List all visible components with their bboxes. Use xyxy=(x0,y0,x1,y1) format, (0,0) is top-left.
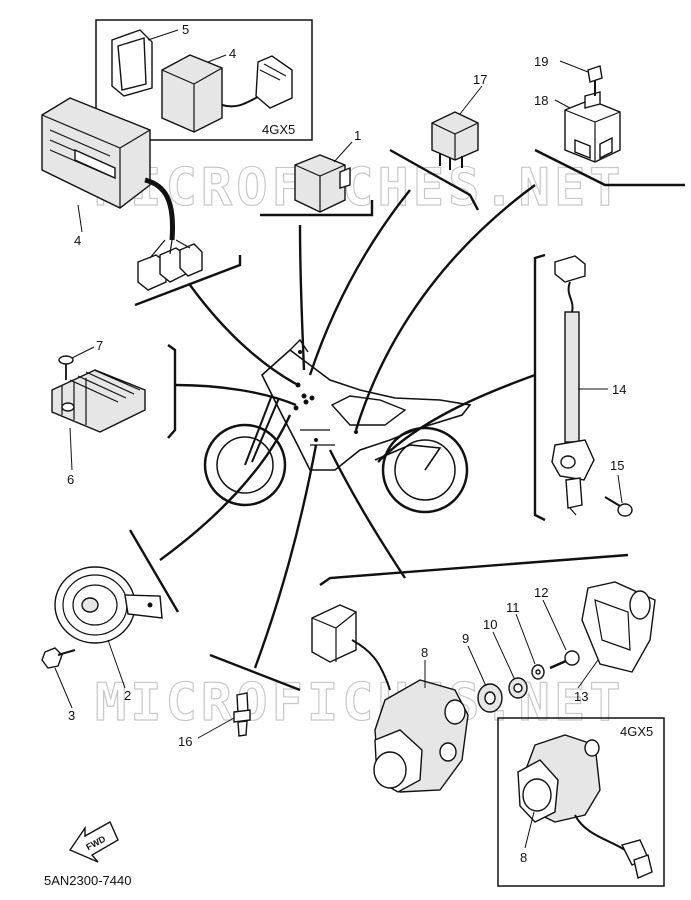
part-servo-motor-8 xyxy=(311,604,469,793)
part-grommet-9 xyxy=(477,683,503,713)
part-bracket-13 xyxy=(581,581,656,673)
callout-19: 19 xyxy=(534,54,548,69)
part-cover-5 xyxy=(111,29,153,97)
part-starter-relay-18 xyxy=(564,91,621,163)
callout-9: 9 xyxy=(462,631,469,646)
part-bolt-19 xyxy=(587,65,603,96)
callout-17: 17 xyxy=(473,72,487,87)
inset-box-bottom xyxy=(497,717,665,887)
diagram-code: 5AN2300-7440 xyxy=(44,873,131,888)
callout-8-main: 8 xyxy=(421,645,428,660)
callout-13: 13 xyxy=(574,689,588,704)
part-sensor-16 xyxy=(233,692,251,737)
callout-7: 7 xyxy=(96,338,103,353)
callout-1: 1 xyxy=(354,128,361,143)
callout-2: 2 xyxy=(124,688,131,703)
callout-18: 18 xyxy=(534,93,548,108)
part-washer-11 xyxy=(531,664,545,680)
callout-4-top: 4 xyxy=(229,46,236,61)
callout-15: 15 xyxy=(610,458,624,473)
part-bolt-12 xyxy=(549,650,580,670)
part-rectifier-6 xyxy=(51,369,146,433)
part-screw-15 xyxy=(604,496,633,517)
part-screw-7 xyxy=(58,355,74,380)
watermark-bottom: MICROFICHES.NET xyxy=(95,673,625,733)
inset-box-top xyxy=(95,19,313,141)
group-brackets xyxy=(128,148,685,692)
part-relay-17 xyxy=(431,111,479,170)
variant-label-top: 4GX5 xyxy=(262,122,295,137)
part-horn-2 xyxy=(54,566,163,644)
part-servo-motor-8-variant xyxy=(517,734,653,879)
callout-14: 14 xyxy=(612,382,626,397)
leader-lines xyxy=(159,184,536,669)
part-sidestand-switch-14 xyxy=(551,255,595,516)
callout-10: 10 xyxy=(483,617,497,632)
callout-16: 16 xyxy=(178,734,192,749)
part-cdi-unit-4 xyxy=(41,97,203,291)
watermark-top: MICROFICHES.NET xyxy=(95,158,625,218)
variant-label-bottom: 4GX5 xyxy=(620,724,653,739)
part-cdi-4-small xyxy=(161,54,293,133)
callout-8-variant: 8 xyxy=(520,850,527,865)
callout-leaders xyxy=(54,29,623,849)
part-relay-1 xyxy=(294,154,351,213)
motorcycle-silhouette xyxy=(203,338,472,514)
callout-11: 11 xyxy=(506,600,520,615)
fwd-arrow: FWD xyxy=(68,821,119,863)
callout-12: 12 xyxy=(534,585,548,600)
callout-6: 6 xyxy=(67,472,74,487)
callout-5: 5 xyxy=(182,22,189,37)
callout-labels: 1 2 3 4 4 5 6 7 8 8 9 10 11 12 13 14 15 … xyxy=(67,22,626,865)
part-collar-10 xyxy=(508,677,528,699)
part-bolt-3 xyxy=(41,647,76,669)
callout-3: 3 xyxy=(68,708,75,723)
callout-4-main: 4 xyxy=(74,233,81,248)
